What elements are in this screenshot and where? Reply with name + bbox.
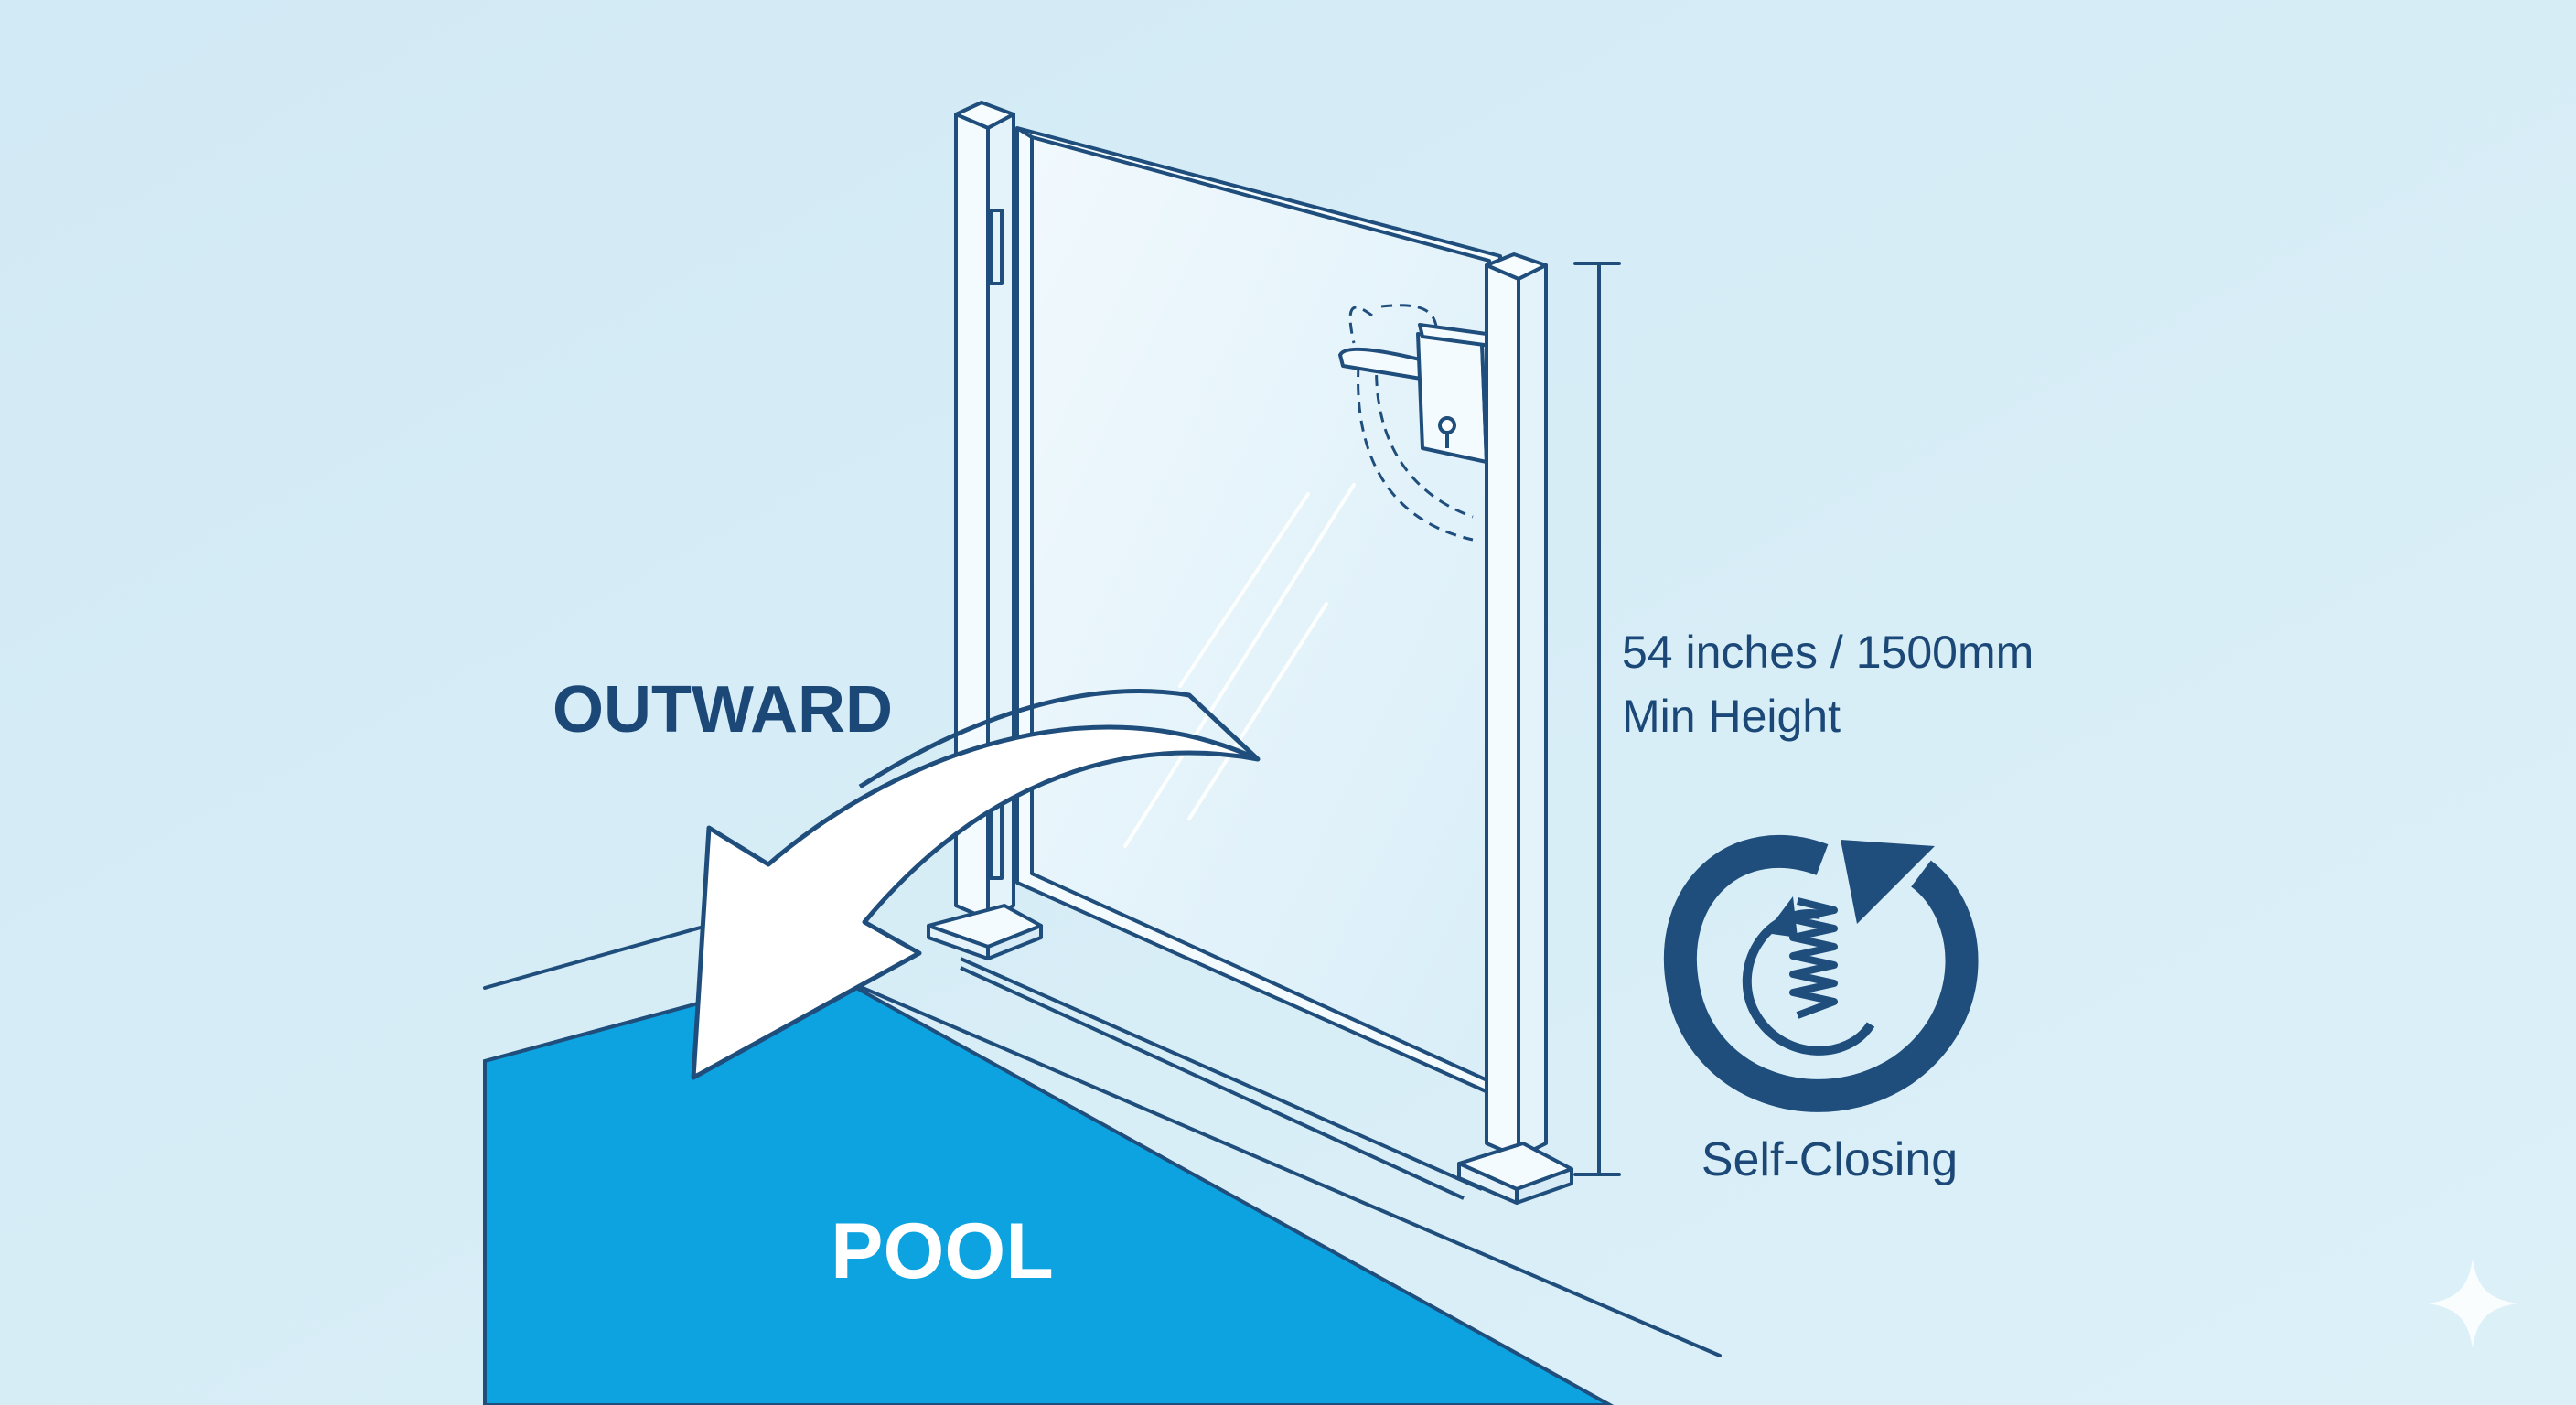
- latch-post-base: [1457, 1142, 1573, 1205]
- pool-label: POOL: [831, 1207, 1054, 1295]
- curved-arrow-icon: [691, 689, 1261, 1080]
- latch-post: [1485, 252, 1548, 1159]
- outward-label: OUTWARD: [553, 673, 893, 746]
- spring-cycle-icon: [1663, 834, 1979, 1112]
- height-dimension: [1573, 262, 1621, 1176]
- height-label-secondary: Min Height: [1622, 691, 1841, 742]
- height-label-primary: 54 inches / 1500mm: [1622, 627, 2034, 678]
- sparkle-icon: [2428, 1259, 2517, 1348]
- glass-reflection: [1123, 483, 1356, 848]
- self-closing-label: Self-Closing: [1701, 1133, 1958, 1186]
- gate-ground-line: [960, 957, 1483, 1200]
- hinge-post-base: [927, 904, 1043, 960]
